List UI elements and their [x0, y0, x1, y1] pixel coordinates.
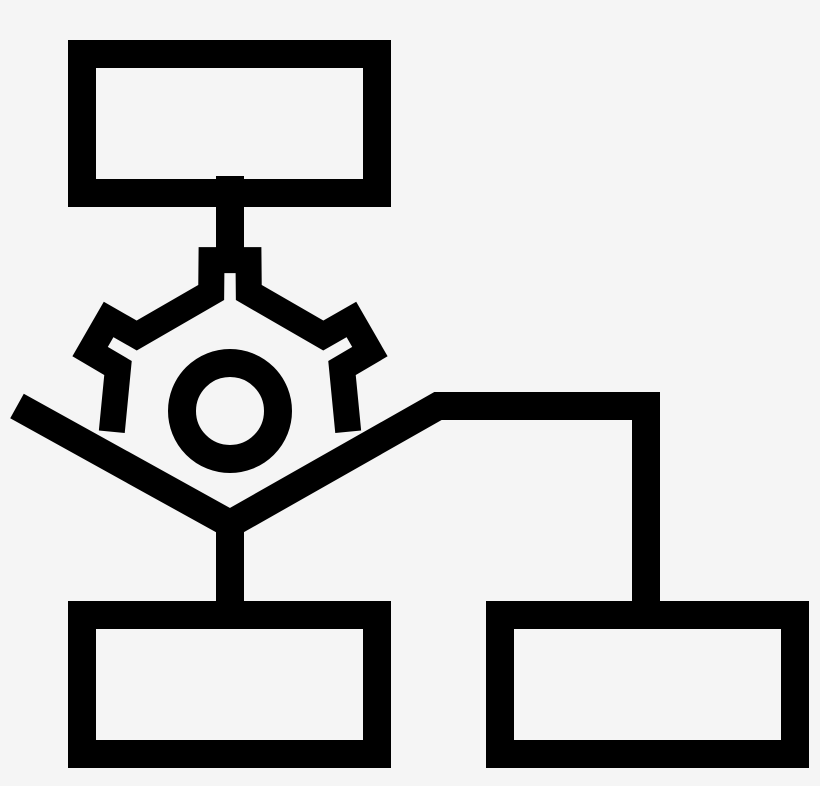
gear-hub	[168, 349, 292, 473]
gear-icon	[72, 247, 388, 473]
box-bottom-right	[486, 601, 809, 768]
box-top	[68, 40, 391, 207]
funnel-line	[10, 392, 660, 616]
box-bottom-left	[68, 601, 391, 768]
